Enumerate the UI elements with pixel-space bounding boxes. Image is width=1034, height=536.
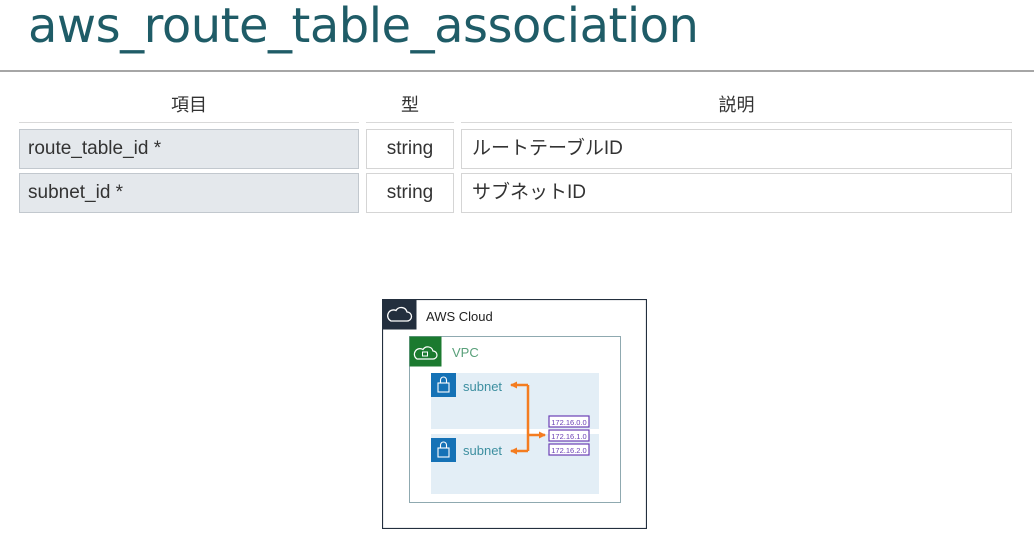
header-item: 項目 <box>19 90 359 123</box>
subnet-lock-icon <box>431 438 456 462</box>
aws-cloud-label: AWS Cloud <box>426 309 493 324</box>
subnet-box-2 <box>431 434 599 494</box>
subnet-lock-icon <box>431 373 456 397</box>
architecture-diagram: AWS Cloud VPC subnet subnet 172.16.0.0 1… <box>382 299 647 529</box>
row2-name: subnet_id * <box>19 173 359 213</box>
vpc-label: VPC <box>452 345 479 360</box>
row1-type: string <box>366 129 454 169</box>
row2-description: サブネットID <box>461 173 1012 213</box>
route-entry-1: 172.16.0.0 <box>551 418 586 427</box>
title-divider <box>0 70 1034 72</box>
header-description: 説明 <box>461 90 1012 123</box>
subnet-label-1: subnet <box>463 379 502 394</box>
subnet-label-2: subnet <box>463 443 502 458</box>
row1-description: ルートテーブルID <box>461 129 1012 169</box>
header-type: 型 <box>366 90 454 123</box>
row2-type: string <box>366 173 454 213</box>
route-arrows <box>510 381 546 455</box>
vpc-icon <box>409 336 442 367</box>
route-table: 172.16.0.0 172.16.1.0 172.16.2.0 <box>548 415 590 456</box>
row1-name: route_table_id * <box>19 129 359 169</box>
aws-cloud-icon <box>382 299 417 330</box>
route-entry-3: 172.16.2.0 <box>551 446 586 455</box>
page-title: aws_route_table_association <box>28 0 699 54</box>
route-entry-2: 172.16.1.0 <box>551 432 586 441</box>
